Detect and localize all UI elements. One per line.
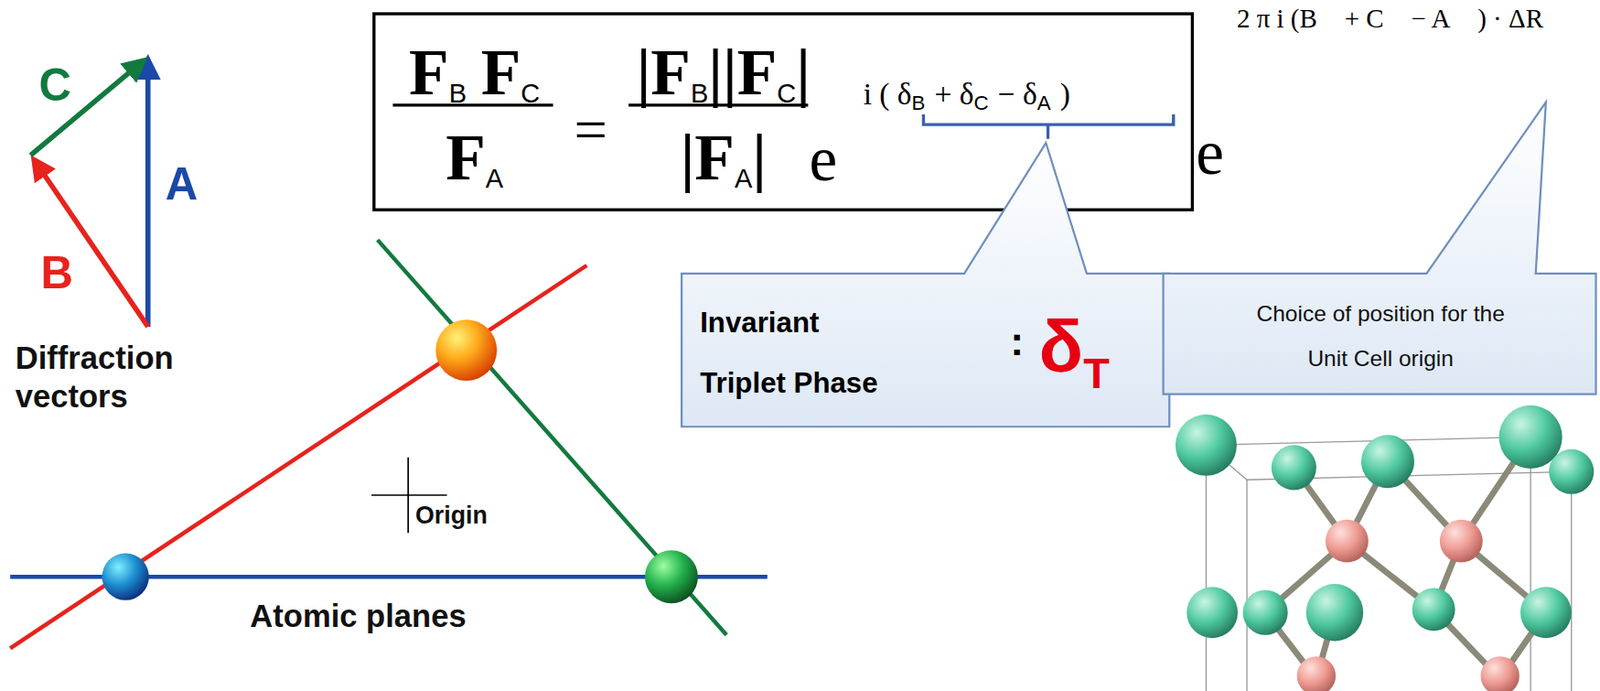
atomic-planes	[10, 239, 768, 648]
text-group: |FA|	[626, 120, 821, 197]
invariant-callout: Invariant Triplet Phase: δT	[681, 273, 1170, 427]
subscript: C	[776, 77, 796, 108]
text-group: δT	[1039, 303, 1162, 398]
text-group: =	[565, 96, 617, 165]
subscript: A	[485, 162, 504, 194]
formula-text: δ	[1039, 305, 1085, 387]
text-group: FBFC	[392, 34, 556, 111]
formula-text: F	[408, 35, 450, 108]
formula-strokes	[392, 105, 1173, 140]
formula-text: i ( δ	[863, 76, 913, 111]
callout-shape	[1163, 273, 1597, 395]
formula-text: ||F	[708, 35, 777, 108]
caption-text: Atomic planes	[249, 600, 466, 633]
origin-label: Origin	[415, 503, 488, 528]
text-group: :	[1009, 318, 1035, 365]
formula-text: Choice of position for the Unit Cell ori…	[1256, 300, 1504, 372]
formula-text: Invariant Triplet Phase	[699, 306, 878, 400]
formula-text: :	[1009, 318, 1024, 364]
formula-text: |	[795, 35, 811, 108]
text-group: i ( δB + δC − δA)	[863, 76, 1191, 116]
formula-text: e	[809, 124, 838, 194]
subscript: B	[912, 91, 926, 115]
subscript: A	[734, 162, 752, 194]
callout-outline	[681, 142, 1170, 427]
formula-text: |	[751, 121, 767, 194]
formula-text: )	[1060, 76, 1071, 111]
formula-text: |F	[680, 121, 735, 194]
text-group: Invariant Triplet Phase	[699, 291, 901, 415]
vector-label: A	[165, 161, 198, 206]
diffraction-vectors	[30, 59, 148, 327]
formula-box: FBFCFA=|FB||FC||FA|ei ( δB+ δC− δA)	[372, 11, 1194, 212]
subscript: T	[1083, 348, 1110, 397]
vector-label: B	[41, 249, 74, 295]
caption-text: Diffraction vectors	[15, 338, 251, 417]
formula-text: − δ	[998, 76, 1038, 111]
subscript: B	[690, 77, 709, 108]
subscript: B	[449, 77, 467, 108]
text-group: FA	[392, 120, 556, 197]
crystal-unit-cell	[1175, 405, 1594, 691]
text-group: |FB||FC|	[626, 34, 821, 111]
subscript: C	[974, 91, 989, 115]
callout-outline	[1163, 102, 1597, 395]
formula-exponent: 2 π i (B⃗ + C⃗ − A⃗ ) · ΔR⃗	[1236, 6, 1565, 33]
formula-term: e	[1195, 120, 1225, 184]
formula-text: + δ	[934, 76, 975, 111]
text-group: Choice of position for the Unit Cell ori…	[1244, 291, 1518, 382]
subscript: A	[1037, 91, 1052, 115]
formula-text: F	[481, 35, 522, 108]
text-group: e	[809, 123, 861, 196]
formula-text: |F	[636, 35, 691, 108]
formula-text: F	[445, 121, 486, 194]
subscript: C	[520, 77, 540, 108]
formula-text: =	[574, 96, 608, 164]
origin-callout: Choice of position for the Unit Cell ori…	[1163, 273, 1597, 395]
vector-label: C	[38, 63, 71, 108]
